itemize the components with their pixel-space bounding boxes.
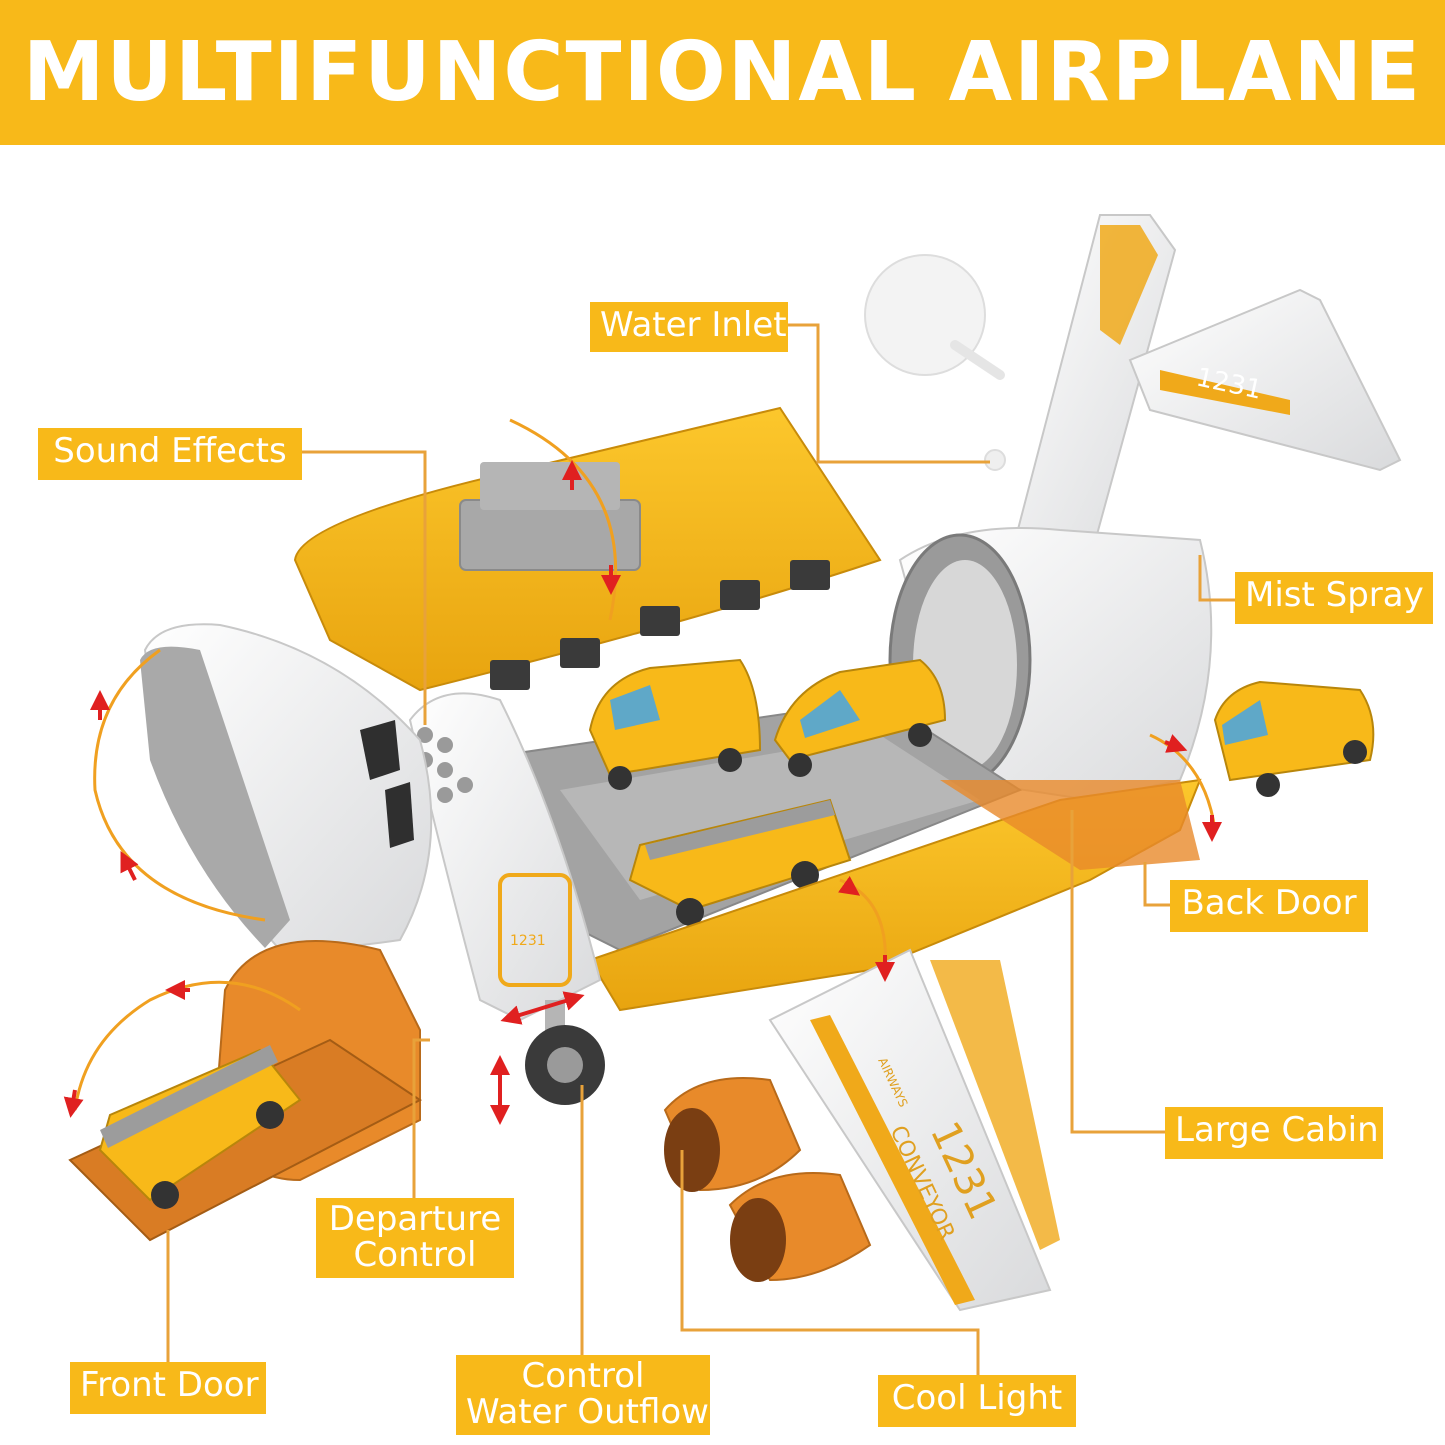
label-water-inlet: Water Inlet <box>590 302 788 352</box>
label-cool-light: Cool Light <box>878 1375 1076 1427</box>
label-departure-control-line2: Control <box>353 1235 477 1275</box>
nose-cone <box>140 623 433 952</box>
label-front-door: Front Door <box>70 1362 266 1414</box>
toy-van-1 <box>588 658 762 790</box>
top-hatch <box>293 406 882 692</box>
toy-van-outside <box>1213 680 1375 797</box>
tail-fin: 1231 <box>1008 214 1402 561</box>
lower-shell <box>588 778 1202 1012</box>
door-number: 1231 <box>510 933 546 949</box>
label-control-water-outflow-line2: Water Outflow <box>466 1392 709 1432</box>
engines <box>663 1077 872 1282</box>
label-control-water-outflow-line1: Control <box>521 1356 645 1396</box>
toy-fire-truck-cabin <box>628 798 852 926</box>
label-sound-effects: Sound Effects <box>38 428 302 480</box>
label-mist-spray: Mist Spray <box>1235 572 1433 624</box>
label-departure-control-line1: Departure <box>328 1199 502 1239</box>
leader-lines <box>166 323 1235 1375</box>
water-funnel <box>864 254 1006 471</box>
label-large-cabin: Large Cabin <box>1165 1107 1383 1159</box>
label-back-door: Back Door <box>1170 880 1368 932</box>
label-departure-control: Departure Control <box>316 1198 514 1278</box>
red-arrows <box>63 460 1222 1125</box>
front-wheel <box>525 1000 605 1105</box>
mid-fuselage: 1231 <box>408 692 602 1022</box>
toy-fire-truck-ramp <box>98 1045 302 1209</box>
page-title: MULTIFUNCTIONAL AIRPLANE <box>22 24 1423 120</box>
header-banner: MULTIFUNCTIONAL AIRPLANE <box>0 0 1445 145</box>
toy-suv <box>773 658 947 777</box>
label-control-water-outflow: Control Water Outflow <box>456 1355 710 1435</box>
